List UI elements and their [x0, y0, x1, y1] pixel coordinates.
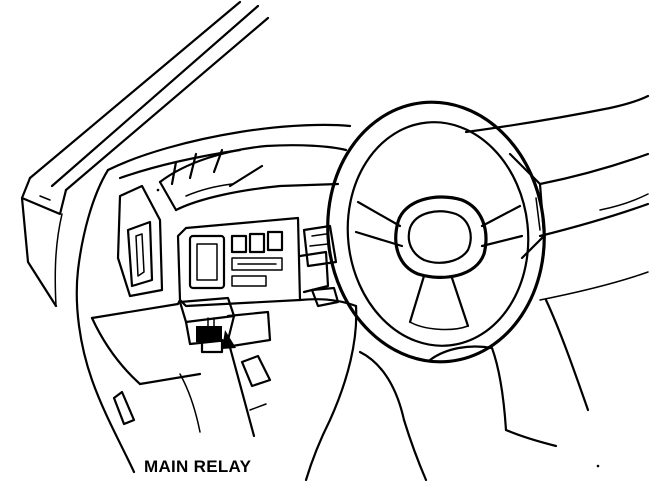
speck	[156, 188, 160, 192]
main-relay	[178, 296, 236, 354]
instrument-hood	[158, 144, 348, 212]
left-air-vent	[116, 184, 164, 298]
door-frame	[54, 168, 136, 474]
right-dash	[508, 152, 650, 301]
steering-wheel	[326, 100, 546, 364]
a-pillar	[20, 0, 270, 308]
main-relay-label: MAIN RELAY	[144, 457, 252, 476]
lower-dash	[90, 298, 590, 481]
speck	[596, 464, 600, 468]
center-panel	[176, 216, 302, 308]
main-relay-leader	[222, 330, 256, 438]
dashboard-top	[106, 94, 650, 211]
